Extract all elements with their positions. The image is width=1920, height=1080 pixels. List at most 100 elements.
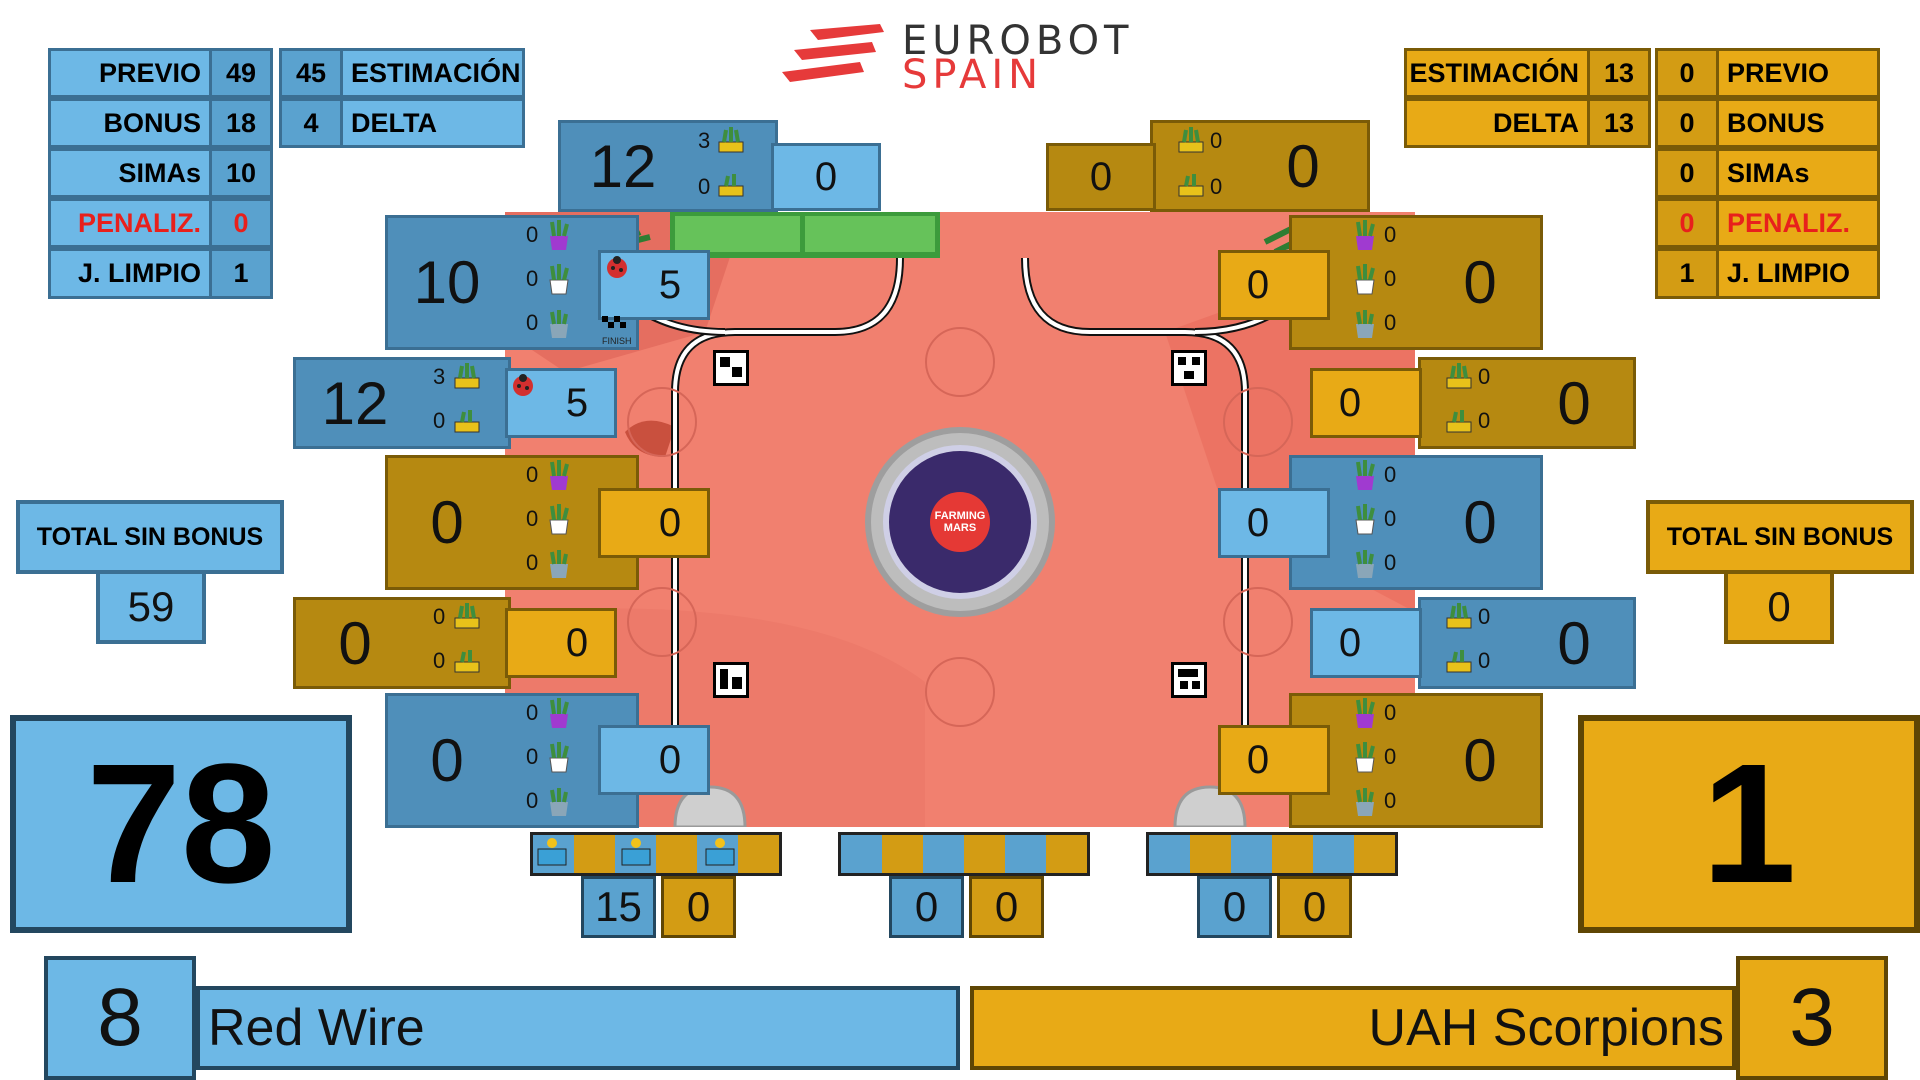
solar-panel-icon (702, 835, 738, 876)
blue-previo-value: 49 (209, 48, 273, 98)
yellow-zone-3-count1: 0 (1478, 364, 1491, 389)
blue-zone-3-count2: 0 (433, 408, 446, 433)
blue-side-zone-5-side: 0 (565, 620, 589, 665)
planter-icon (452, 404, 482, 438)
yellow-zone-6-count2: 0 (1384, 744, 1397, 769)
logo-mark-icon (782, 24, 884, 82)
aruco-marker-icon (1171, 662, 1207, 698)
blue-zone-2-count3: 0 (526, 310, 539, 335)
yellow-zone-2-count3: 0 (1384, 310, 1397, 335)
yellow-penaliz-label: PENALIZ. (1716, 198, 1880, 248)
yellow-zone-3-big: 0 (1557, 369, 1591, 437)
blue-side-zone-5-big: 0 (338, 609, 372, 677)
blue-zone-6-big: 0 (430, 727, 464, 794)
solar-panel-icon (618, 835, 654, 876)
blue-zone-3-count1: 3 (433, 364, 446, 389)
planter-icon (452, 600, 482, 634)
planter-icon (1444, 404, 1474, 438)
yellow-zone-top-big: 0 (1286, 132, 1320, 200)
blue-side-zone-4-count1: 0 (526, 462, 539, 487)
blue-zone-6-count3: 0 (526, 788, 539, 813)
blue-side-zone-4-big: 0 (430, 489, 464, 556)
yellow-simas-label: SIMAs (1716, 148, 1880, 198)
blue-zone-3-side: 5 (565, 380, 589, 425)
yellow-side-zone-5-side: 0 (1338, 620, 1362, 665)
yellow-zone-2-big: 0 (1463, 249, 1497, 316)
gray-pot-icon (1350, 546, 1380, 580)
planter-icon (716, 124, 746, 158)
planter-icon (1444, 644, 1474, 678)
yellow-side-zone-4-count1: 0 (1384, 462, 1397, 487)
blue-delta-value: 4 (279, 98, 343, 148)
aruco-marker-icon (1171, 350, 1207, 386)
planter-icon (452, 360, 482, 394)
blue-side-zone-4-count3: 0 (526, 550, 539, 575)
logo-line1: EUROBOT (902, 18, 1134, 64)
planter-icon (1176, 124, 1206, 158)
planter-icon (1444, 600, 1474, 634)
yellow-zone-3-count2: 0 (1478, 408, 1491, 433)
solar-right-blue: 0 (1197, 876, 1272, 938)
solar-right-yellow: 0 (1277, 876, 1352, 938)
yellow-zone-2-count2: 0 (1384, 266, 1397, 291)
purple-pot-icon (1350, 218, 1380, 252)
blue-side-zone-5-count1: 0 (433, 604, 446, 629)
yellow-delta-label: DELTA (1404, 98, 1590, 148)
white-pot-icon (1350, 262, 1380, 296)
blue-limpio-value: 1 (209, 248, 273, 299)
yellow-side-zone-4-big: 0 (1463, 489, 1497, 556)
yellow-zone-2-side: 0 (1246, 262, 1270, 307)
blue-zone-2-side: 5 (658, 262, 682, 307)
yellow-zone-6-big: 0 (1463, 727, 1497, 794)
purple-pot-icon (544, 218, 574, 252)
center-planet-badge: FARMING MARS (883, 445, 1037, 599)
solar-panel-icon (534, 835, 570, 876)
blue-team-name: Red Wire (196, 986, 960, 1070)
gray-pot-icon (544, 306, 574, 340)
gray-pot-icon (544, 784, 574, 818)
yellow-side-zone-5-count1: 0 (1478, 604, 1491, 629)
solar-left-blue: 15 (581, 876, 656, 938)
blue-limpio-label: J. LIMPIO (48, 248, 212, 299)
blue-bonus-label: BONUS (48, 98, 212, 148)
blue-side-zone-4-count2: 0 (526, 506, 539, 531)
yellow-side-zone-5-count2: 0 (1478, 648, 1491, 673)
yellow-zone-3-side: 0 (1338, 380, 1362, 425)
white-pot-icon (1350, 740, 1380, 774)
blue-simas-label: SIMAs (48, 148, 212, 198)
aruco-marker-icon (713, 662, 749, 698)
planter-icon (1176, 168, 1206, 202)
aruco-marker-icon (713, 350, 749, 386)
yellow-side-zone-5-big: 0 (1557, 609, 1591, 677)
yellow-previo-label: PREVIO (1716, 48, 1880, 98)
blue-zone-top-side: 0 (814, 154, 838, 199)
yellow-side-zone-4-side: 0 (1246, 500, 1270, 545)
blue-estimacion-label: ESTIMACIÓN (340, 48, 525, 98)
blue-zone-2-count2: 0 (526, 266, 539, 291)
yellow-zone-top-side: 0 (1089, 154, 1113, 199)
finish-label: FINISH (602, 336, 632, 346)
white-pot-icon (544, 262, 574, 296)
blue-total-value: 59 (96, 570, 206, 644)
yellow-limpio-label: J. LIMPIO (1716, 248, 1880, 299)
blue-penaliz-value: 0 (209, 198, 273, 248)
yellow-limpio-value: 1 (1655, 248, 1719, 299)
yellow-zone-6-count1: 0 (1384, 700, 1397, 725)
logo-line2: SPAIN (902, 52, 1044, 98)
blue-delta-label: DELTA (340, 98, 525, 148)
yellow-zone-6-count3: 0 (1384, 788, 1397, 813)
yellow-zone-2-count1: 0 (1384, 222, 1397, 247)
purple-pot-icon (1350, 696, 1380, 730)
blue-previo-label: PREVIO (48, 48, 212, 98)
yellow-zone-top-count1: 0 (1210, 128, 1223, 153)
yellow-bonus-label: BONUS (1716, 98, 1880, 148)
blue-side-zone-4-side: 0 (658, 500, 682, 545)
yellow-side-zone-4-count3: 0 (1384, 550, 1397, 575)
white-pot-icon (544, 740, 574, 774)
yellow-team-number: 3 (1736, 956, 1888, 1080)
ladybug-icon (510, 372, 536, 403)
eurobot-logo: EUROBOT SPAIN (780, 18, 1150, 98)
blue-zone-2-count1: 0 (526, 222, 539, 247)
yellow-team-name: UAH Scorpions (970, 986, 1736, 1070)
gray-pot-icon (1350, 306, 1380, 340)
